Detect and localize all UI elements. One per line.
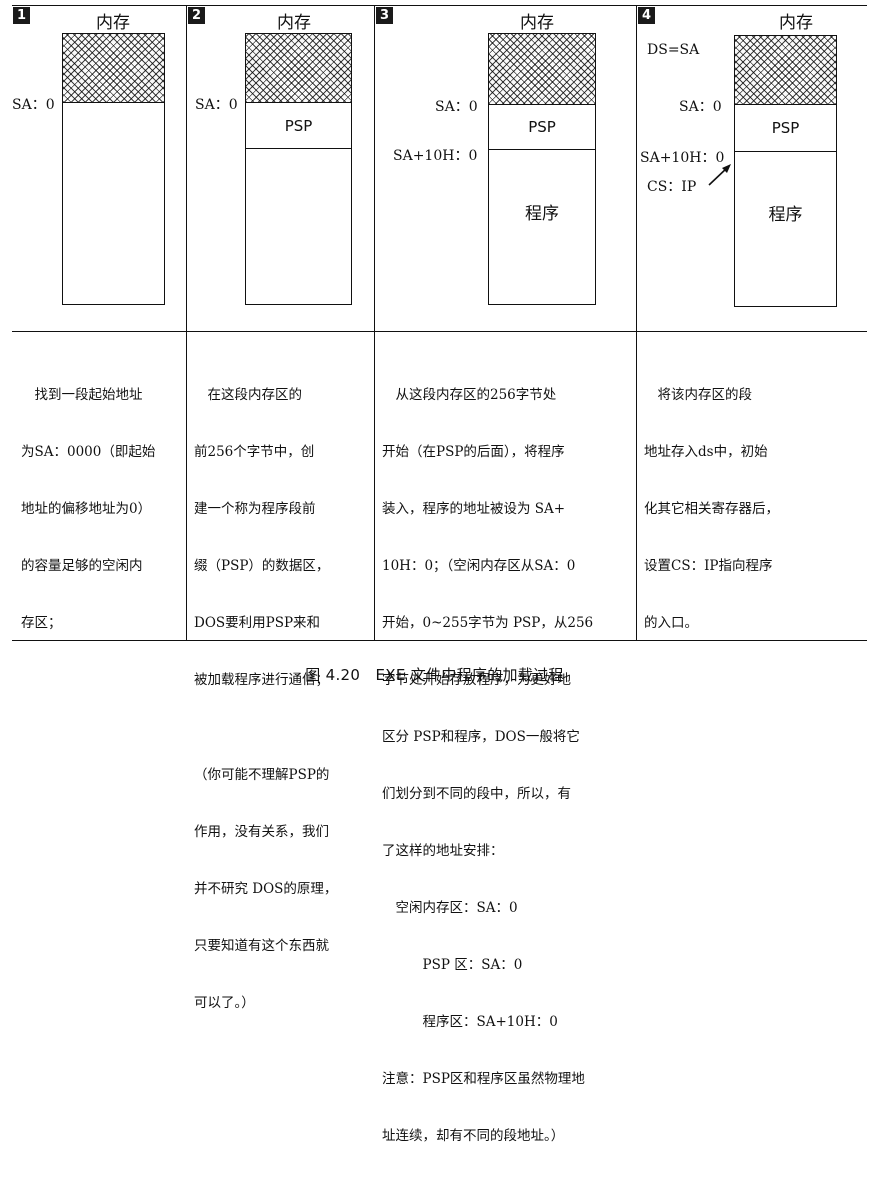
address-sa-label: SA：0 bbox=[195, 97, 238, 113]
entry-point-arrow-icon bbox=[708, 164, 731, 186]
address-sa10h-label: SA+10H：0 bbox=[640, 150, 725, 166]
used-memory-hatch bbox=[735, 36, 836, 105]
top-border bbox=[12, 5, 867, 6]
address-sa10h-label: SA+10H：0 bbox=[393, 148, 478, 164]
psp-boundary-line bbox=[489, 149, 595, 150]
psp-boundary-line bbox=[246, 148, 351, 149]
column-divider-1 bbox=[186, 5, 187, 641]
address-sa-label: SA：0 bbox=[679, 99, 722, 115]
memory-block bbox=[62, 33, 165, 305]
used-memory-hatch bbox=[63, 34, 164, 103]
panel-description: 在这段内存区的 前256个字节中，创 建一个称为程序段前 缀（PSP）的数据区，… bbox=[194, 387, 338, 1011]
panel-description: 找到一段起始地址 为SA：0000（即起始 地址的偏移地址为0） 的容量足够的空… bbox=[21, 387, 156, 631]
panel-number: 2 bbox=[188, 7, 205, 24]
psp-segment-label: PSP bbox=[771, 119, 800, 137]
address-sa-label: SA：0 bbox=[435, 99, 478, 115]
memory-block: PSP bbox=[245, 33, 352, 305]
memory-title: 内存 bbox=[277, 13, 311, 33]
panel-description: 将该内存区的段 地址存入ds中，初始 化其它相关寄存器后， 设置CS：IP指向程… bbox=[644, 387, 779, 631]
program-segment-label: 程序 bbox=[525, 204, 559, 224]
register-ds-label: DS=SA bbox=[647, 42, 700, 58]
panel-number: 3 bbox=[376, 7, 393, 24]
section-divider bbox=[12, 331, 867, 332]
memory-title: 内存 bbox=[520, 13, 554, 33]
memory-block: PSP 程序 bbox=[734, 35, 837, 307]
panel-number: 4 bbox=[638, 7, 655, 24]
used-memory-hatch bbox=[246, 34, 351, 103]
address-sa-label: SA：0 bbox=[12, 97, 55, 113]
panel-number: 1 bbox=[13, 7, 30, 24]
program-segment-label: 程序 bbox=[768, 205, 803, 225]
column-divider-2 bbox=[374, 5, 375, 641]
psp-boundary-line bbox=[735, 151, 836, 152]
panel-description: 从这段内存区的256字节处 开始（在PSP的后面），将程序 装入，程序的地址被设… bbox=[382, 387, 594, 1144]
panel-1: 1 内存 SA：0 找到一段起始地址 为SA：0000（即起始 地址的偏移地址为… bbox=[12, 5, 186, 641]
memory-title: 内存 bbox=[779, 13, 813, 33]
psp-segment-label: PSP bbox=[528, 118, 556, 136]
memory-block: PSP 程序 bbox=[488, 33, 596, 305]
figure-caption: 图 4.20 EXE 文件中程序的加载过程 bbox=[305, 666, 564, 684]
entry-cs-ip-label: CS：IP bbox=[647, 179, 697, 195]
panel-2: 2 内存 SA：0 PSP 在这段内存区的 前256个字节中，创 建一个称为程序… bbox=[187, 5, 374, 1011]
loading-process-figure: 1 内存 SA：0 找到一段起始地址 为SA：0000（即起始 地址的偏移地址为… bbox=[12, 5, 867, 1144]
panel-3: 3 内存 SA：0 SA+10H：0 PSP 程序 从这段内存区的256字节处 … bbox=[375, 5, 636, 1144]
memory-title: 内存 bbox=[96, 13, 130, 33]
bottom-border bbox=[12, 640, 867, 641]
panel-4: 4 内存 DS=SA SA：0 SA+10H：0 CS：IP PSP 程序 将该… bbox=[637, 5, 867, 641]
column-divider-3 bbox=[636, 5, 637, 641]
psp-segment-label: PSP bbox=[284, 117, 313, 135]
used-memory-hatch bbox=[489, 34, 595, 105]
